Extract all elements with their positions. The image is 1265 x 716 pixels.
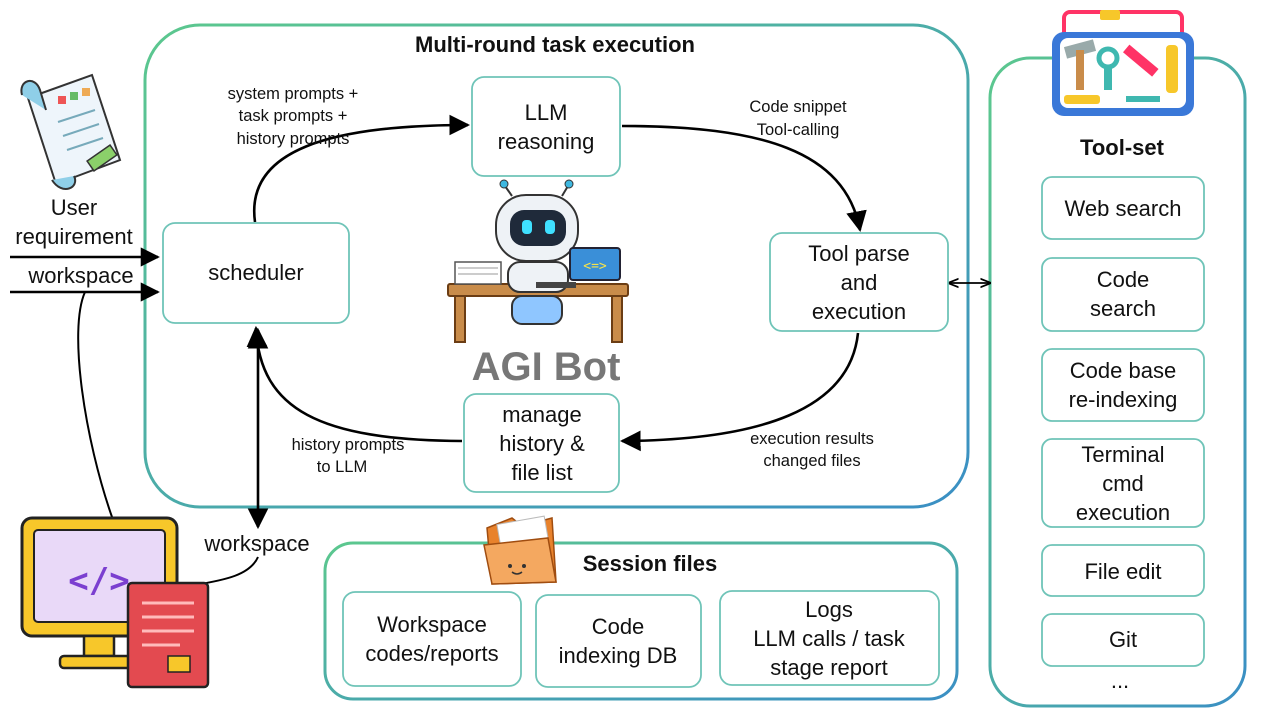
node-llm-reasoning: LLM reasoning (471, 76, 621, 177)
llm-line: LLM (525, 100, 568, 125)
svg-text:Web search: Web search (1065, 196, 1182, 221)
edge-manage-to-scheduler (246, 325, 463, 443)
tool-item-web-search: Web search (1041, 176, 1205, 240)
manage-line: history & (499, 431, 585, 456)
main-panel-title: Multi-round task execution (415, 32, 695, 57)
tool-item-git: Git (1041, 613, 1205, 667)
workspace-link-line (77, 291, 113, 518)
node-manage-history: manage history & file list (463, 393, 620, 493)
svg-text:<=>: <=> (583, 259, 607, 274)
toolset-title: Tool-set (1080, 135, 1165, 160)
manage-line: file list (511, 460, 572, 485)
label-to-llm: system prompts +task prompts +history pr… (228, 85, 359, 148)
node-tool-parse: Tool parse and execution (769, 232, 949, 332)
workspace-bottom-curve (194, 556, 259, 586)
session-title: Session files (583, 551, 718, 576)
requirement-document-icon (20, 73, 122, 190)
svg-text:File edit: File edit (1084, 559, 1161, 584)
computer-code-icon: </> (20, 516, 210, 689)
workspace-bottom-label: workspace (203, 531, 309, 556)
session-panel (323, 541, 959, 701)
edge-scheduler-to-llm (252, 114, 471, 223)
edge-llm-to-tool (621, 124, 867, 233)
manage-line: manage (502, 402, 582, 427)
edge-tool-to-manage (619, 332, 860, 452)
tool-parse-line: Tool parse (808, 241, 910, 266)
svg-text:</>: </> (68, 561, 129, 601)
node-scheduler: scheduler (162, 222, 350, 324)
tool-parse-line: execution (812, 299, 906, 324)
robot-illustration: <=> AGI Bot (447, 179, 629, 389)
svg-text:Git: Git (1109, 627, 1137, 652)
scheduler-label: scheduler (208, 260, 303, 285)
tool-item-file-edit: File edit (1041, 544, 1205, 597)
toolbox-icon (1052, 10, 1194, 116)
toolset-more: ... (1111, 668, 1129, 693)
robot-caption: AGI Bot (472, 345, 621, 389)
workspace-left-label: workspace (27, 263, 133, 288)
llm-line: reasoning (498, 129, 595, 154)
folder-icon (483, 515, 557, 585)
tool-parse-line: and (841, 270, 878, 295)
